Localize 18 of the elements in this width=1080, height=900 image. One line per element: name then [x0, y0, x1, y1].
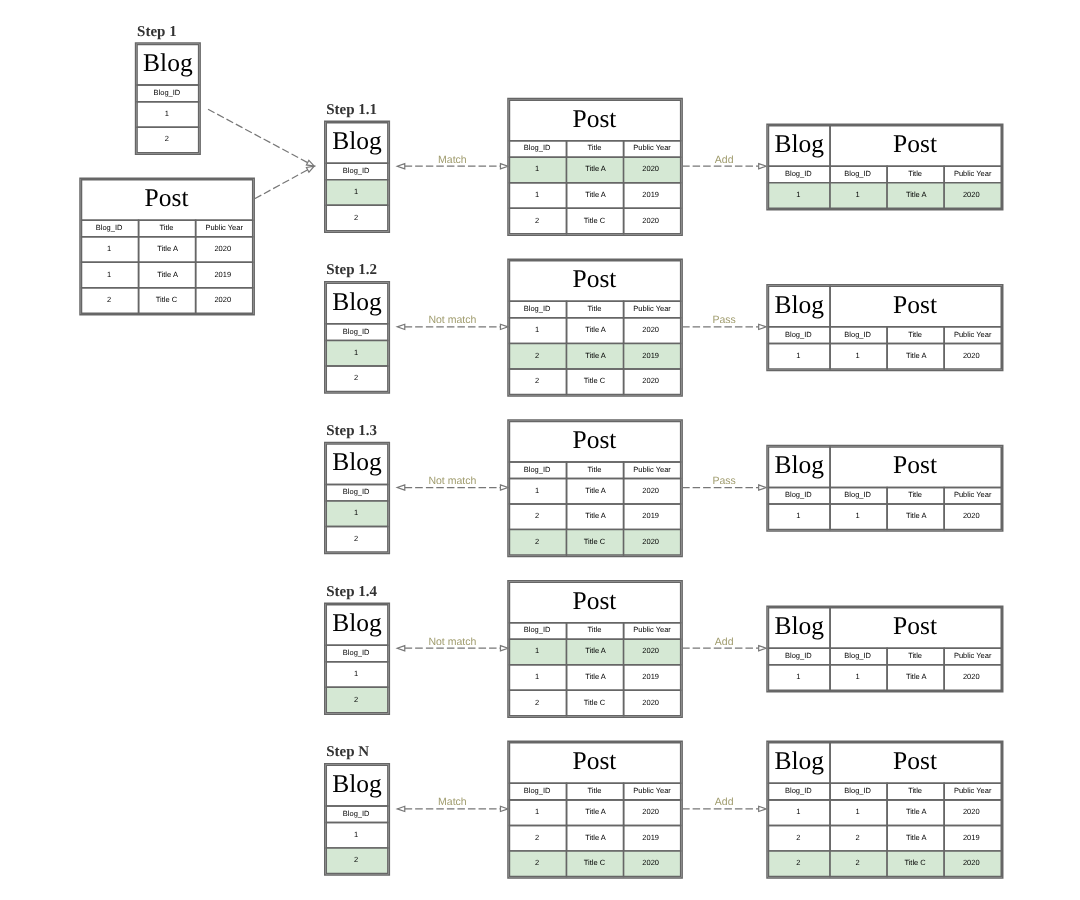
arrow	[680, 484, 767, 491]
arrow	[680, 644, 767, 652]
arrow	[394, 484, 509, 491]
node-label: Step 1.4	[325, 581, 377, 600]
node-label: Step 1.2	[325, 260, 377, 279]
arrow	[394, 323, 509, 331]
arrow	[680, 162, 767, 170]
node-label: Step 1.3	[325, 420, 377, 439]
arrow	[394, 162, 509, 170]
arrow	[253, 165, 315, 200]
node-label: Step N	[325, 742, 369, 761]
arrow	[680, 805, 767, 813]
node-label: Step 1	[136, 21, 176, 40]
arrow	[680, 323, 767, 331]
arrow	[206, 108, 315, 168]
arrow	[394, 805, 509, 813]
arrow	[394, 644, 509, 652]
node-label: Step 1.1	[325, 99, 377, 118]
